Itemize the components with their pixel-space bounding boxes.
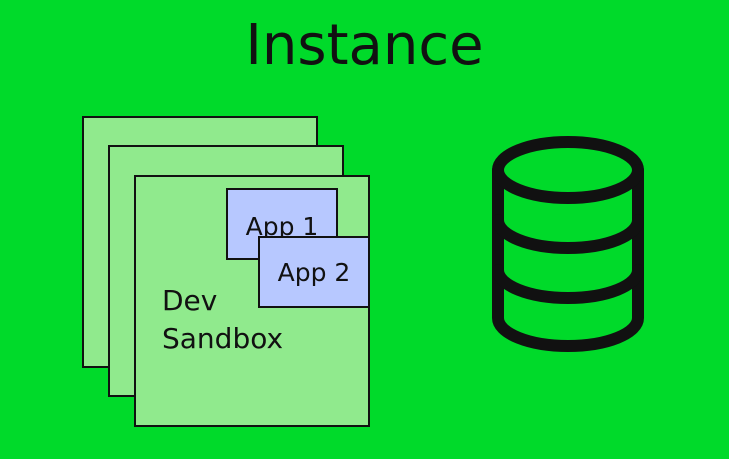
dev-sandbox-label-line-1: Dev bbox=[162, 284, 218, 317]
dev-sandbox-label-line-2: Sandbox bbox=[162, 322, 284, 355]
database-icon bbox=[492, 136, 644, 352]
dev-sandbox-label: Dev Sandbox bbox=[162, 282, 283, 358]
app-2-label: App 2 bbox=[277, 257, 351, 287]
app-2-box: App 2 bbox=[258, 236, 370, 308]
diagram-title: Instance bbox=[245, 13, 484, 78]
